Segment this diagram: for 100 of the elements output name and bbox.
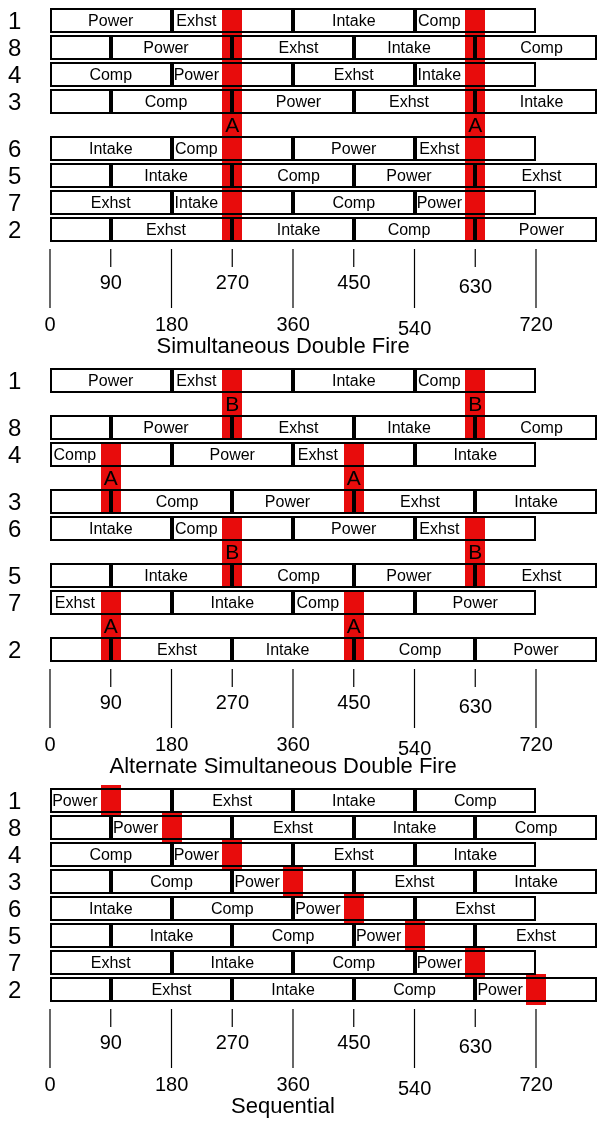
stroke-box: Power xyxy=(353,923,476,948)
stroke-box: Power xyxy=(110,815,233,840)
row-number: 7 xyxy=(8,191,22,215)
stroke-box: Exhst xyxy=(414,896,536,921)
stroke-box xyxy=(50,217,111,242)
stroke-box: Exhst xyxy=(50,590,172,615)
tick-label: 180 xyxy=(155,1072,189,1096)
stroke-box: Comp xyxy=(232,923,354,948)
stroke-box: Exhst xyxy=(110,977,233,1002)
stroke-box: Comp xyxy=(414,8,536,33)
stroke-box: Exhst xyxy=(475,923,597,948)
row-number: 4 xyxy=(8,63,22,87)
row-number: 8 xyxy=(8,36,22,60)
stroke-box: Exhst xyxy=(232,35,354,60)
row-number: 2 xyxy=(8,638,22,662)
stroke-box xyxy=(50,923,111,948)
row-number: 5 xyxy=(8,164,22,188)
stroke-box: Comp xyxy=(110,869,233,894)
stroke-box: Comp xyxy=(171,516,293,541)
tick-label: 0 xyxy=(44,1072,56,1096)
row-number: 4 xyxy=(8,443,22,467)
stroke-box: Comp xyxy=(293,950,415,975)
stroke-box: Power xyxy=(414,950,536,975)
stroke-box: Intake xyxy=(50,516,172,541)
tick-label: 0 xyxy=(44,732,56,756)
stroke-box xyxy=(50,815,111,840)
stroke-box: Comp xyxy=(475,415,597,440)
stroke-box: Power xyxy=(353,563,476,588)
stroke-box: Exhst xyxy=(475,563,597,588)
stroke-box: Power xyxy=(171,842,293,867)
stroke-box: Intake xyxy=(293,368,415,393)
stroke-box: Intake xyxy=(232,637,354,662)
stroke-box: Intake xyxy=(232,217,354,242)
stroke-box xyxy=(50,35,111,60)
stroke-box: Intake xyxy=(353,35,476,60)
stroke-box xyxy=(50,977,111,1002)
stroke-box: Power xyxy=(293,516,415,541)
stroke-box: Exhst xyxy=(293,442,415,467)
row-number: 7 xyxy=(8,951,22,975)
row-number: 8 xyxy=(8,416,22,440)
tick-label: 720 xyxy=(519,1072,553,1096)
stroke-box: Power xyxy=(110,415,233,440)
tick-label: 630 xyxy=(458,1034,493,1058)
stroke-box: Comp xyxy=(414,368,536,393)
row-number: 6 xyxy=(8,517,22,541)
stroke-box: Comp xyxy=(110,89,233,114)
stroke-box: Intake xyxy=(475,89,597,114)
stroke-box xyxy=(50,563,111,588)
row-number: 2 xyxy=(8,218,22,242)
row-number: 3 xyxy=(8,90,22,114)
row-number: 6 xyxy=(8,137,22,161)
tick-label: 90 xyxy=(99,270,122,294)
tick-label: 720 xyxy=(519,312,553,336)
stroke-box xyxy=(50,637,111,662)
tick-label: 270 xyxy=(215,270,250,294)
stroke-box: Exhst xyxy=(171,368,293,393)
stroke-box: Power xyxy=(232,869,354,894)
tick-label: 360 xyxy=(276,732,310,756)
stroke-box: Comp xyxy=(171,136,293,161)
row-number: 5 xyxy=(8,564,22,588)
stroke-box: Exhst xyxy=(171,8,293,33)
row-number: 4 xyxy=(8,843,22,867)
stroke-box: Intake xyxy=(475,869,597,894)
stroke-box: Exhst xyxy=(110,637,233,662)
stroke-box: Exhst xyxy=(414,136,536,161)
stroke-box: Intake xyxy=(353,815,476,840)
stroke-box: Intake xyxy=(414,62,536,87)
tick-label: 630 xyxy=(458,274,493,298)
tick-label: 450 xyxy=(337,270,371,294)
stroke-box: Comp xyxy=(475,815,597,840)
stroke-box: Intake xyxy=(353,415,476,440)
stroke-box: Power xyxy=(353,163,476,188)
tick-label: 540 xyxy=(398,1076,432,1100)
stroke-box: Power xyxy=(232,489,354,514)
stroke-box: Comp xyxy=(414,788,536,813)
stroke-box: Comp xyxy=(232,163,354,188)
stroke-box xyxy=(50,415,111,440)
stroke-box: Power xyxy=(50,788,172,813)
tick-label: 450 xyxy=(337,1030,371,1054)
stroke-box: Power xyxy=(171,62,293,87)
tick-label: 90 xyxy=(99,690,122,714)
stroke-box: Exhst xyxy=(232,815,354,840)
row-number: 2 xyxy=(8,978,22,1002)
stroke-box: Exhst xyxy=(353,489,476,514)
stroke-box: Power xyxy=(110,35,233,60)
stroke-box xyxy=(50,89,111,114)
stroke-box: Power xyxy=(50,368,172,393)
stroke-box: Exhst xyxy=(353,89,476,114)
stroke-box: Comp xyxy=(50,62,172,87)
stroke-box: Intake xyxy=(293,788,415,813)
tick-label: 90 xyxy=(99,1030,122,1054)
stroke-box: Exhst xyxy=(50,190,172,215)
stroke-box: Power xyxy=(475,977,597,1002)
stroke-box: Comp xyxy=(293,190,415,215)
tick-label: 630 xyxy=(458,694,493,718)
stroke-box: Exhst xyxy=(475,163,597,188)
stroke-box: Intake xyxy=(414,842,536,867)
stroke-box: Power xyxy=(171,442,293,467)
stroke-box: Intake xyxy=(110,563,233,588)
stroke-box: Power xyxy=(293,136,415,161)
